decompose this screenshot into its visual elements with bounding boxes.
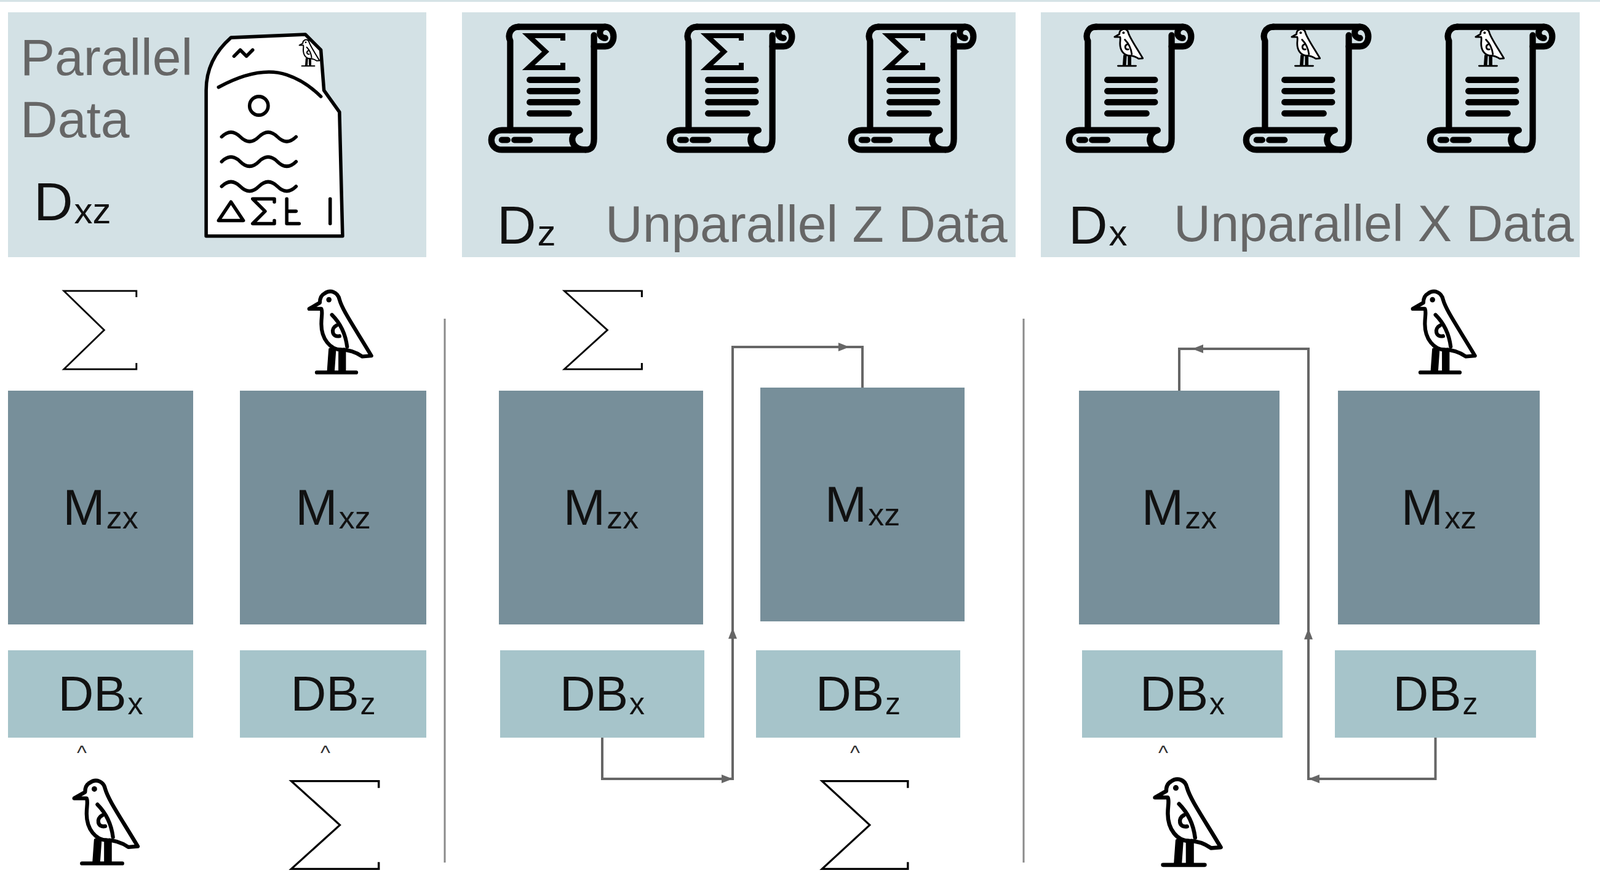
- box-name: DB: [559, 669, 629, 719]
- model-box: Mxz: [760, 387, 965, 622]
- tablet-bird: [299, 39, 320, 66]
- model-box: Mzx: [1078, 390, 1280, 625]
- scroll-sigma: [491, 27, 974, 151]
- box-label: DBz: [239, 650, 427, 738]
- arrowhead: [1304, 628, 1313, 640]
- arrowhead: [838, 342, 850, 352]
- box-subscript: z: [360, 688, 376, 720]
- box-subscript: x: [127, 688, 144, 720]
- database-box: DBx: [500, 650, 705, 738]
- box-label: DBx: [1082, 650, 1283, 738]
- database-box: DBz: [1334, 650, 1537, 738]
- panel-text: z: [537, 214, 557, 252]
- box-label: Mzx: [498, 390, 704, 625]
- top-rule: [0, 0, 1600, 2]
- box-name: DB: [57, 669, 127, 719]
- box-label: Mxz: [1337, 390, 1540, 625]
- box-name: M: [295, 482, 338, 533]
- box-subscript: z: [885, 688, 901, 720]
- sigma-symbol: [290, 781, 379, 870]
- box-subscript: x: [1209, 688, 1225, 720]
- sigma-symbol: [821, 781, 908, 870]
- box-label: Mzx: [1078, 390, 1280, 625]
- data-panel: Dx Unparallel X Data: [1040, 12, 1580, 258]
- box-subscript: zx: [1184, 501, 1217, 534]
- box-subscript: xz: [1444, 501, 1477, 534]
- sigma-symbol: [63, 290, 137, 370]
- box-name: M: [62, 482, 105, 533]
- arrowhead: [721, 774, 733, 784]
- box-label: DBz: [1334, 650, 1537, 738]
- box-label: DBx: [500, 650, 705, 738]
- separator: [444, 318, 446, 863]
- model-box: Mxz: [1337, 390, 1540, 625]
- box-label: Mxz: [760, 387, 965, 622]
- panel-text: D: [33, 174, 74, 229]
- box-name: M: [824, 479, 867, 530]
- panel-text: Unparallel X Data: [1173, 198, 1575, 250]
- arrowhead: [1192, 344, 1204, 354]
- hat-mark: ^: [76, 741, 87, 763]
- box-name: DB: [1392, 669, 1461, 719]
- separator: [1022, 318, 1025, 863]
- box-name: DB: [290, 669, 359, 719]
- sigma-symbol: [564, 290, 642, 370]
- box-name: M: [1141, 482, 1184, 533]
- database-box: DBz: [756, 650, 961, 738]
- panel-text: x: [1109, 214, 1128, 252]
- hat-mark: ^: [1158, 741, 1169, 763]
- arrowhead: [728, 627, 737, 639]
- box-subscript: x: [629, 688, 645, 720]
- arrowhead: [1308, 774, 1320, 784]
- panel-text: Unparallel Z Data: [605, 198, 1008, 250]
- bird-symbol: [309, 291, 372, 373]
- box-label: Mxz: [239, 390, 427, 625]
- panel-title: Parallel Data: [20, 26, 199, 151]
- box-subscript: xz: [338, 501, 371, 534]
- panel-text: D: [497, 198, 537, 253]
- data-panel: Dz Unparallel Z Data: [461, 12, 1016, 258]
- model-box: Mzx: [498, 390, 704, 625]
- bird-symbol: [1155, 779, 1222, 865]
- box-label: DBx: [7, 650, 194, 738]
- box-name: DB: [1139, 669, 1209, 719]
- hat-mark: ^: [850, 741, 860, 763]
- box-name: M: [563, 482, 606, 533]
- box-subscript: zx: [106, 501, 139, 534]
- database-box: DBx: [7, 650, 194, 738]
- data-panel: Parallel DataDxz: [7, 12, 427, 258]
- box-label: Mzx: [7, 390, 194, 625]
- box-subscript: zx: [606, 501, 639, 534]
- database-box: DBz: [239, 650, 427, 738]
- model-box: Mzx: [7, 390, 194, 625]
- bird-symbol: [74, 780, 138, 864]
- database-box: DBx: [1082, 650, 1283, 738]
- panel-text: D: [1068, 198, 1108, 253]
- bird-symbol: [1412, 291, 1476, 373]
- panel-text: xz: [74, 192, 112, 230]
- box-label: DBz: [756, 650, 961, 738]
- box-subscript: xz: [867, 498, 900, 531]
- box-name: DB: [815, 669, 884, 719]
- box-name: M: [1401, 482, 1444, 533]
- hat-mark: ^: [320, 741, 331, 763]
- scroll-bird: [1069, 27, 1553, 151]
- box-subscript: z: [1462, 688, 1479, 720]
- model-box: Mxz: [239, 390, 427, 625]
